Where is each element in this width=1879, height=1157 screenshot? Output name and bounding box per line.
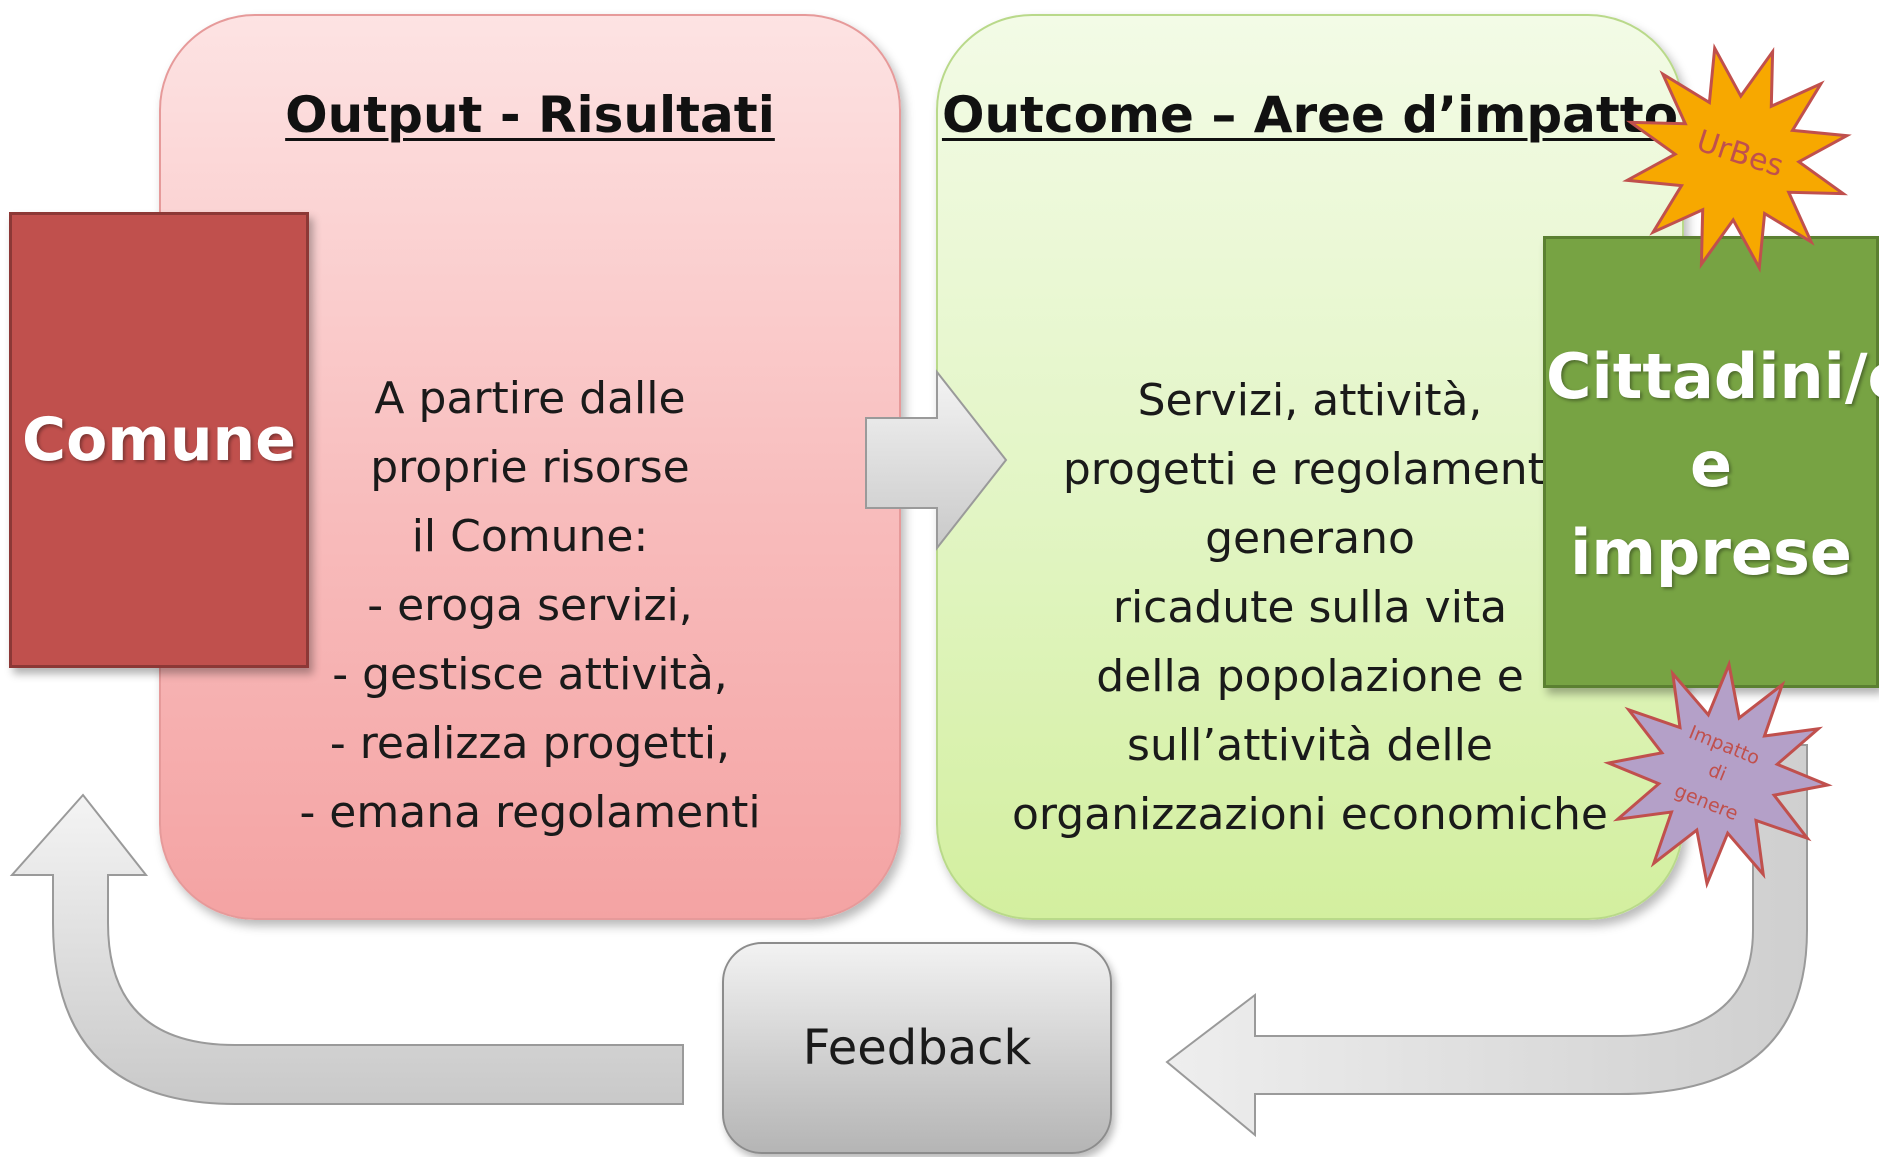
flow-arrow-right	[865, 369, 1008, 551]
urbes-star-badge	[1622, 43, 1852, 273]
outcome-line: Servizi, attività,	[1137, 375, 1483, 426]
feedback-arrow-from-cittadini	[1165, 744, 1808, 1138]
feedback-box: Feedback	[722, 942, 1112, 1154]
output-line: - emana regolamenti	[299, 787, 761, 838]
impatto-star-badge	[1603, 659, 1833, 889]
output-panel-title: Output - Risultati	[285, 86, 775, 144]
outcome-panel-title: Outcome – Aree d’impatto	[941, 86, 1679, 144]
outcome-panel-text: Servizi, attività, progetti e regolament…	[938, 366, 1682, 849]
cittadini-label: Cittadini/e e imprese	[1546, 333, 1879, 597]
output-line: - gestisce attività,	[332, 649, 728, 700]
outcome-line: ricadute sulla vita	[1112, 582, 1508, 633]
cittadini-line: e	[1689, 428, 1733, 501]
output-panel-text: A partire dalle proprie risorse il Comun…	[161, 364, 899, 847]
output-line: il Comune:	[411, 511, 649, 562]
comune-label: Comune	[22, 405, 296, 475]
cittadini-box: Cittadini/e e imprese	[1543, 236, 1879, 688]
outcome-line: della popolazione e	[1096, 651, 1524, 702]
output-line: proprie risorse	[370, 442, 690, 493]
outcome-line: progetti e regolamenti	[1062, 444, 1558, 495]
outcome-line: sull’attività delle	[1127, 720, 1493, 771]
cittadini-line: imprese	[1570, 516, 1852, 589]
feedback-arrow-to-comune	[9, 793, 684, 1105]
cittadini-line: Cittadini/e	[1546, 340, 1879, 413]
outcome-line: organizzazioni economiche	[1012, 789, 1608, 840]
feedback-label: Feedback	[802, 1020, 1032, 1076]
output-line: A partire dalle	[374, 373, 686, 424]
outcome-line: generano	[1205, 513, 1415, 564]
output-panel: Output - Risultati A partire dalle propr…	[159, 14, 901, 920]
comune-box: Comune	[9, 212, 309, 668]
output-line: - eroga servizi,	[367, 580, 693, 631]
output-line: - realizza progetti,	[329, 718, 731, 769]
